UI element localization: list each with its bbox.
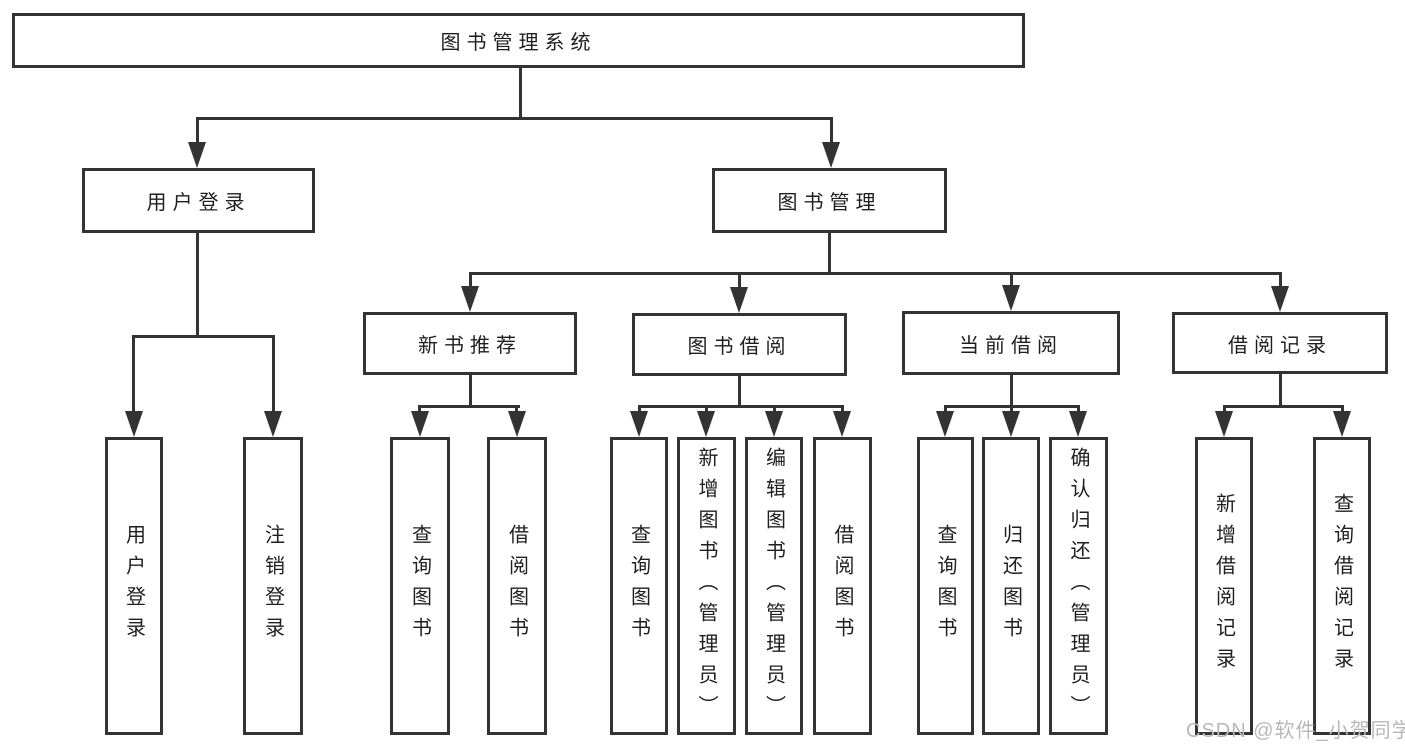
arrowhead-to-br-query [1333,411,1351,437]
leaf-borrow-borrow-books: 借阅图书 [813,437,872,735]
connector-stem-br-query [1341,405,1344,415]
arrowhead-to-user-login [188,142,206,168]
node-current-borrow-label: 当前借阅 [959,334,1063,357]
connector-stem-book-borrow [738,272,741,288]
node-user-login-label: 用户登录 [146,192,251,214]
connector-book-mgmt-stub [828,233,831,275]
node-borrow-record: 借阅记录 [1172,312,1388,374]
node-root-label: 图书管理系统 [440,32,597,54]
leaf-borrow-add-books-admin-label: 新增图书（管理员） [695,446,717,726]
watermark: CSDN @软件_小贺同学 [1186,720,1405,742]
arrowhead-to-leaf-logout [264,411,282,437]
connector-stem-nb-borrow [515,405,518,415]
arrowhead-to-new-book [461,286,479,312]
leaf-borrow-add-books-admin: 新增图书（管理员） [677,437,736,735]
leaf-newbook-borrow-books-label: 借阅图书 [505,524,528,648]
leaf-borrow-query-books: 查询图书 [610,437,668,735]
leaf-current-return-books-label: 归还图书 [999,524,1022,648]
arrowhead-to-book-mgmt [822,142,840,168]
connector-stem-cb-confirm [1077,405,1080,415]
connector-stem-new-book [469,272,472,288]
leaf-current-confirm-return-admin: 确认归还（管理员） [1049,437,1108,735]
connector-stem-bb-add [705,405,708,415]
connector-stem-current-borrow [1010,272,1013,288]
connector-stem-leaf-logout [272,335,275,413]
connector-stem-leaf-login [132,335,135,413]
leaf-current-return-books: 归还图书 [982,437,1040,735]
arrowhead-to-cb-query [936,411,954,437]
arrowhead-to-borrow-record [1271,286,1289,312]
connector-stem-bb-query [638,405,641,415]
connector-new-book-horizontal [418,405,520,408]
connector-stem-nb-query [418,405,421,415]
node-borrow-record-label: 借阅记录 [1228,334,1332,357]
node-user-login: 用户登录 [82,168,315,233]
leaf-newbook-query-books: 查询图书 [390,437,450,735]
connector-stem-cb-query [944,405,947,415]
arrowhead-to-nb-borrow [508,411,526,437]
connector-stem-book-mgmt [830,117,833,145]
leaf-newbook-borrow-books: 借阅图书 [487,437,547,735]
connector-new-book-stub [469,374,472,408]
node-book-borrow: 图书借阅 [632,313,847,376]
connector-root-stub [519,68,522,120]
connector-book-borrow-stub [738,375,741,408]
leaf-record-query-record-label: 查询借阅记录 [1330,493,1353,679]
connector-user-login-horizontal [132,335,275,338]
leaf-current-query-books-label: 查询图书 [934,524,956,648]
connector-stem-cb-return [1010,405,1013,415]
connector-book-mgmt-horizontal [469,272,1282,275]
connector-user-login-stub [196,233,199,338]
connector-borrow-record-horizontal [1223,405,1344,408]
connector-stem-bb-edit [773,405,776,415]
node-book-mgmt-label: 图书管理 [777,192,882,214]
arrowhead-to-cb-confirm [1069,411,1087,437]
arrowhead-to-bb-edit [765,411,783,437]
node-book-mgmt: 图书管理 [712,168,947,233]
leaf-record-add-record-label: 新增借阅记录 [1212,493,1235,679]
leaf-current-confirm-return-admin-label: 确认归还（管理员） [1067,446,1089,726]
node-current-borrow: 当前借阅 [902,311,1120,375]
leaf-logout: 注销登录 [243,437,303,735]
leaf-newbook-query-books-label: 查询图书 [408,524,431,648]
arrowhead-to-book-borrow [730,287,748,313]
leaf-current-query-books: 查询图书 [917,437,974,735]
leaf-borrow-query-books-label: 查询图书 [627,524,650,648]
node-new-book-rec: 新书推荐 [363,312,577,375]
connector-root-horizontal [196,117,833,120]
leaf-record-add-record: 新增借阅记录 [1195,437,1253,735]
leaf-user-login: 用户登录 [105,437,163,735]
node-root: 图书管理系统 [12,13,1025,68]
node-new-book-rec-label: 新书推荐 [418,335,522,357]
connector-stem-borrow-record [1279,272,1282,288]
arrowhead-to-bb-borrow [833,411,851,437]
arrowhead-to-bb-query [630,411,648,437]
arrowhead-to-leaf-login [125,411,143,437]
leaf-record-query-record: 查询借阅记录 [1313,437,1371,735]
leaf-borrow-edit-books-admin: 编辑图书（管理员） [745,437,803,735]
leaf-user-login-label: 用户登录 [122,524,145,648]
arrowhead-to-br-add [1215,411,1233,437]
connector-stem-user-login [196,117,199,145]
leaf-borrow-borrow-books-label: 借阅图书 [831,524,853,648]
connector-stem-bb-borrow [841,405,844,415]
connector-borrow-record-stub [1279,374,1282,408]
connector-stem-br-add [1223,405,1226,415]
leaf-borrow-edit-books-admin-label: 编辑图书（管理员） [762,446,785,726]
leaf-logout-label: 注销登录 [261,524,284,648]
arrowhead-to-current-borrow [1002,285,1020,311]
connector-book-borrow-horizontal [638,405,844,408]
arrowhead-to-nb-query [411,411,429,437]
arrowhead-to-bb-add [697,411,715,437]
node-book-borrow-label: 图书借阅 [687,336,792,358]
arrowhead-to-cb-return [1002,411,1020,437]
connector-current-borrow-stub [1010,375,1013,408]
